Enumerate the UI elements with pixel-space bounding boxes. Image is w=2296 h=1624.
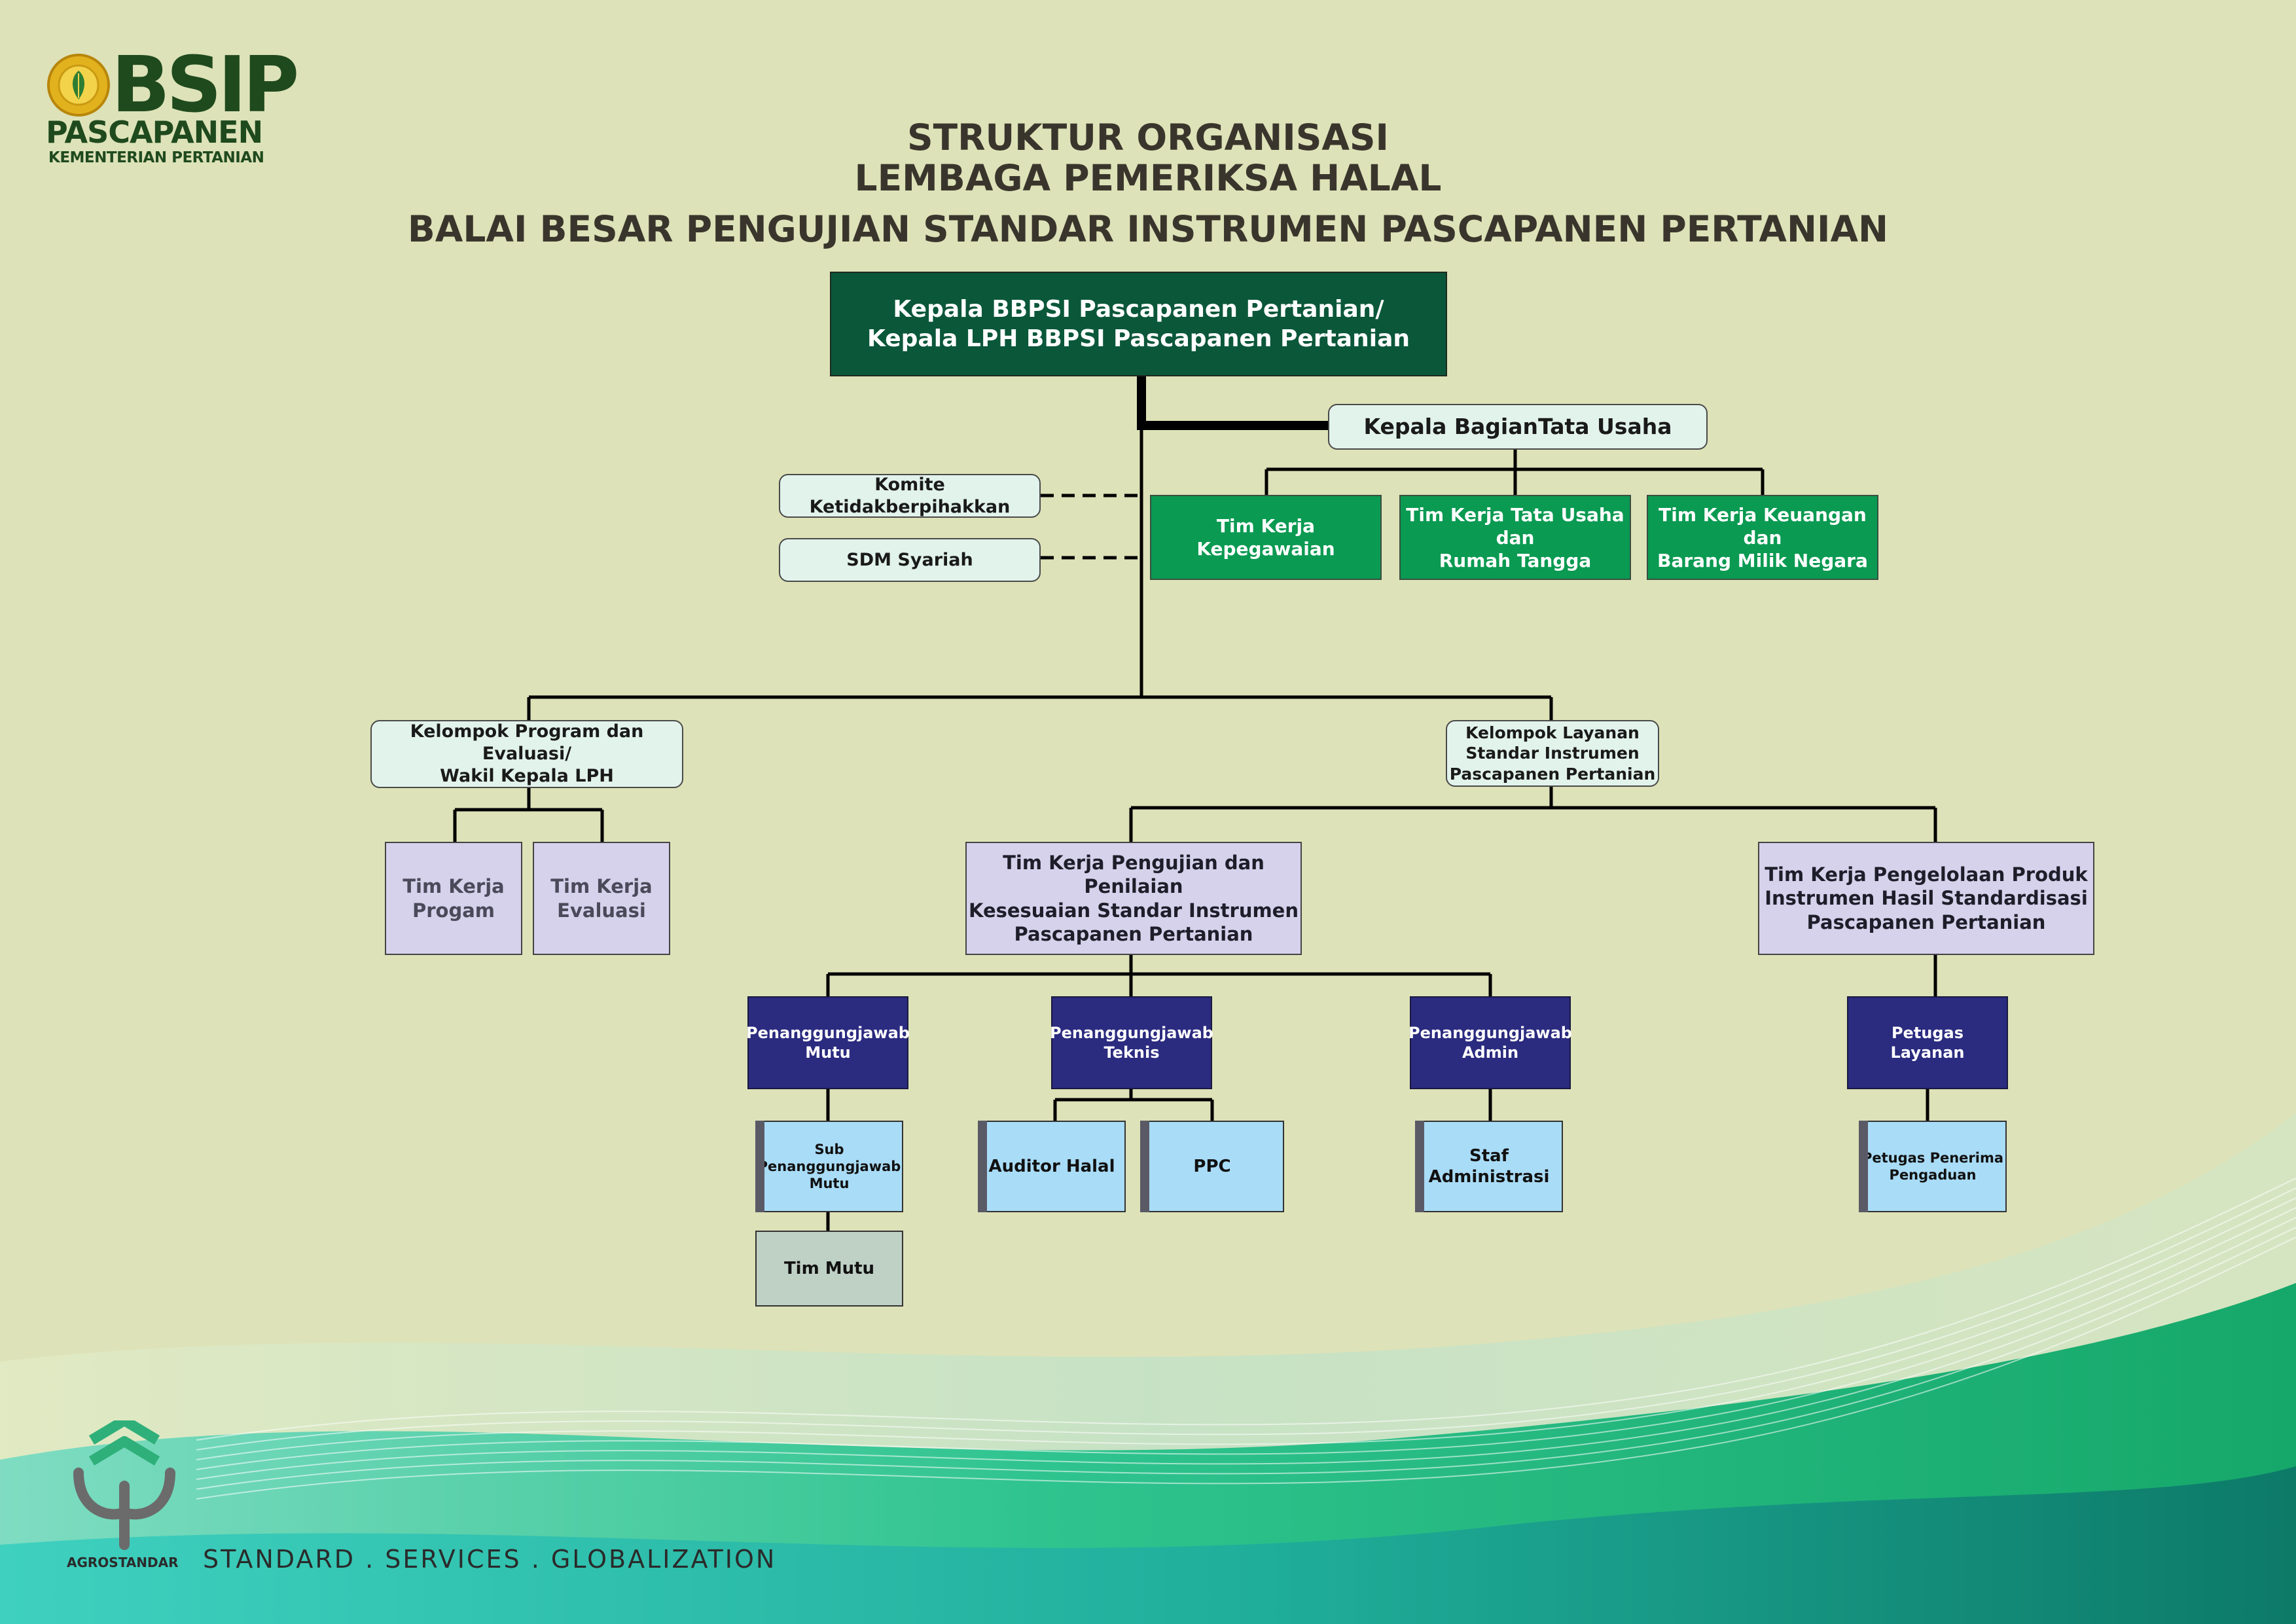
node-ppc: PPC (1140, 1121, 1284, 1212)
logo-unit: PASCAPANEN (46, 115, 263, 150)
node-tk-tata-usaha: Tim Kerja Tata Usaha dan Rumah Tangga (1399, 495, 1631, 580)
logo-ministry: KEMENTERIAN PERTANIAN (48, 149, 264, 166)
logo-brand: BSIP (111, 39, 299, 130)
node-petugas-penerima-pengaduan: Petugas Penerima Pengaduan (1859, 1121, 2007, 1212)
footer-tagline: STANDARD . SERVICES . GLOBALIZATION (203, 1545, 777, 1574)
node-tk-keuangan: Tim Kerja Keuangan dan Barang Milik Nega… (1647, 495, 1878, 580)
agrostandar-icon (73, 1420, 175, 1550)
node-pj-admin: Penanggungjawab Admin (1408, 996, 1572, 1089)
node-tk-evaluasi: Tim Kerja Evaluasi (533, 842, 670, 955)
title-line-2: LEMBAGA PEMERIKSA HALAL (854, 157, 1442, 199)
node-kepala-bbpsi: Kepala BBPSI Pascapanen Pertanian/ Kepal… (830, 272, 1447, 376)
node-staf-administrasi: Staf Administrasi (1415, 1121, 1563, 1212)
node-pj-mutu: Penanggungjawab Mutu (746, 996, 910, 1089)
node-tk-pengujian: Tim Kerja Pengujian dan Penilaian Kesesu… (965, 842, 1302, 955)
node-petugas-layanan: Petugas Layanan (1847, 996, 2008, 1089)
node-auditor-halal: Auditor Halal (978, 1121, 1126, 1212)
node-kelompok-program: Kelompok Program dan Evaluasi/ Wakil Kep… (370, 720, 683, 788)
agrostandar-label: AGROSTANDAR (67, 1555, 179, 1570)
node-sub-pj-mutu: Sub Penanggungjawab Mutu (755, 1121, 903, 1212)
title-line-1: STRUKTUR ORGANISASI (906, 117, 1389, 158)
node-komite-ketidakberpihakkan: Komite Ketidakberpihakkan (779, 474, 1041, 518)
node-tk-kepegawaian: Tim Kerja Kepegawaian (1150, 495, 1382, 580)
bsip-logo: BSIP PASCAPANEN KEMENTERIAN PERTANIAN (46, 46, 299, 170)
node-pj-teknis: Penanggungjawab Teknis (1050, 996, 1213, 1089)
emblem-icon (47, 54, 110, 117)
node-tim-mutu: Tim Mutu (755, 1231, 903, 1307)
title-line-3: BALAI BESAR PENGUJIAN STANDAR INSTRUMEN … (407, 208, 1889, 250)
node-tk-pengelolaan: Tim Kerja Pengelolaan Produk Instrumen H… (1758, 842, 2094, 955)
node-tk-progam: Tim Kerja Progam (385, 842, 522, 955)
node-kelompok-layanan: Kelompok Layanan Standar Instrumen Pasca… (1446, 720, 1659, 787)
node-sdm-syariah: SDM Syariah (779, 538, 1041, 582)
node-kepala-tata-usaha: Kepala BagianTata Usaha (1328, 404, 1708, 450)
